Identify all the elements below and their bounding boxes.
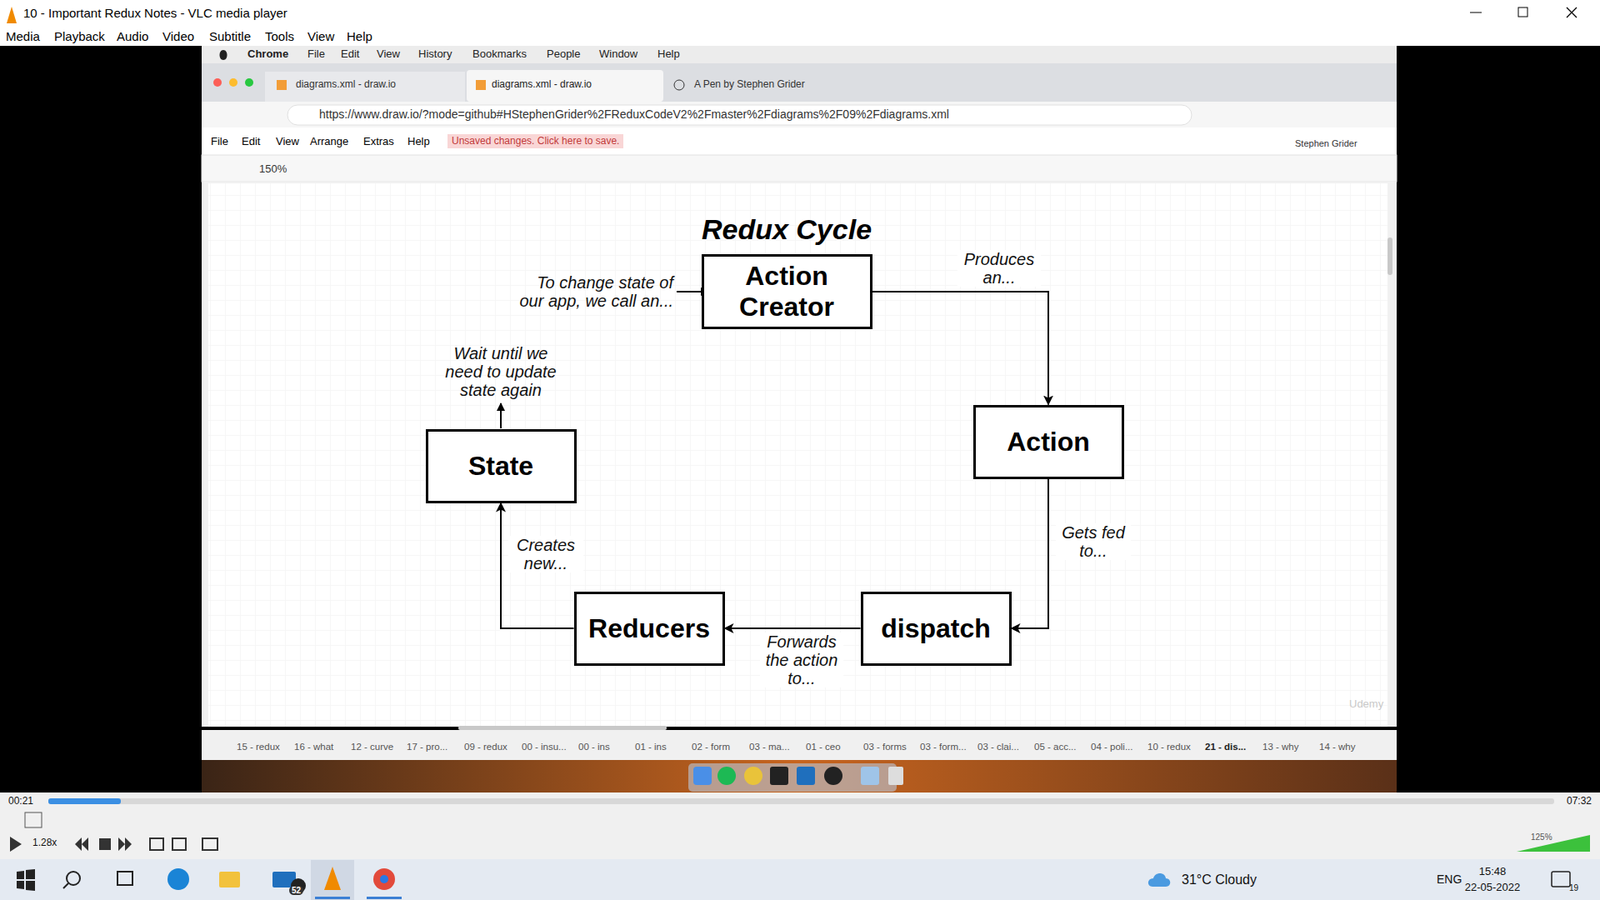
box-text: Reducers bbox=[588, 613, 710, 645]
text-label: 03 - clai... bbox=[977, 741, 1020, 753]
box-text: State bbox=[468, 450, 534, 482]
text-label: 00:21 bbox=[8, 795, 34, 807]
text-label: 52 bbox=[289, 885, 304, 895]
text-label: File bbox=[307, 48, 325, 60]
box-text: Action Creator bbox=[704, 260, 870, 323]
edge-label: Produces an... bbox=[957, 250, 1041, 287]
flow-arrow bbox=[872, 291, 1050, 405]
text-label: 02 - form bbox=[691, 741, 730, 753]
text-label: Chrome bbox=[247, 48, 289, 60]
text-label: 31°C Cloudy bbox=[1181, 872, 1257, 888]
process-box: Action Creator bbox=[701, 254, 873, 330]
text-label: To change state of our app, we call an..… bbox=[513, 273, 674, 310]
text-label: 19 bbox=[1569, 883, 1579, 893]
text-label: Window bbox=[599, 48, 638, 60]
text-label: 03 - ma... bbox=[749, 741, 790, 753]
text-label: 10 - Important Redux Notes - VLC media p… bbox=[23, 6, 288, 21]
box-text: dispatch bbox=[880, 613, 991, 645]
text-label: 10 - redux bbox=[1147, 741, 1191, 753]
text-label: 1.28x bbox=[32, 837, 57, 849]
edge-label: Gets fed to... bbox=[1055, 523, 1131, 560]
text-label: 150% bbox=[259, 163, 287, 175]
text-label: 125% bbox=[1530, 832, 1553, 842]
text-label: 22-05-2022 bbox=[1465, 881, 1521, 894]
text-label: People bbox=[546, 48, 580, 60]
text-label: 03 - form... bbox=[920, 741, 967, 753]
flow-arrow bbox=[725, 627, 861, 630]
text-label: 00 - insu... bbox=[521, 741, 567, 753]
text-label: 13 - why bbox=[1262, 741, 1299, 753]
text-label: Edit bbox=[340, 48, 360, 60]
text-label: Wait until we need to update state again bbox=[442, 344, 560, 400]
text-label: Udemy bbox=[1349, 698, 1384, 710]
text-label: View bbox=[275, 135, 300, 148]
text-label: 00 - ins bbox=[578, 741, 610, 753]
text-label: 05 - acc... bbox=[1034, 741, 1077, 753]
text-label: 12 - curve bbox=[350, 741, 394, 753]
text-label: Tools bbox=[265, 30, 295, 45]
edge-label: Creates new... bbox=[508, 535, 584, 573]
process-box: dispatch bbox=[860, 591, 1012, 666]
text-label: Help bbox=[407, 135, 430, 148]
text-label: Help bbox=[346, 30, 373, 45]
text-label: 03 - forms bbox=[863, 741, 907, 753]
text-label: 17 - pro... bbox=[406, 741, 448, 753]
diagram-title: Redux Cycle bbox=[701, 214, 872, 245]
text-label: 15:48 bbox=[1479, 865, 1507, 878]
text-label: diagrams.xml - draw.io bbox=[295, 79, 396, 90]
process-box: Action bbox=[973, 405, 1125, 480]
text-label: A Pen by Stephen Grider bbox=[694, 79, 805, 90]
text-label: 15 - redux bbox=[236, 741, 280, 753]
text-label: History bbox=[418, 48, 452, 60]
flow-arrow bbox=[1011, 479, 1050, 630]
text-label: https://www.draw.io/?mode=github#HStephe… bbox=[319, 108, 950, 121]
text-label: diagrams.xml - draw.io bbox=[491, 79, 592, 90]
text-label: Help bbox=[657, 48, 680, 60]
text-label: View bbox=[376, 48, 400, 60]
text-label: Video bbox=[162, 30, 195, 45]
edge-label: Forwards the action to... bbox=[760, 632, 844, 688]
process-box: State bbox=[425, 429, 577, 504]
text-label: 04 - poli... bbox=[1090, 741, 1134, 753]
box-text: Action bbox=[1006, 426, 1090, 458]
process-box: Reducers bbox=[574, 591, 725, 666]
text-label: Bookmarks bbox=[472, 48, 527, 60]
text-label: 14 - why bbox=[1319, 741, 1355, 753]
text-label: 01 - ins bbox=[635, 741, 667, 753]
text-label: Stephen Grider bbox=[1295, 138, 1358, 149]
text-label: 01 - ceo bbox=[805, 741, 841, 753]
text-label: ENG bbox=[1436, 873, 1462, 886]
text-label: Playback bbox=[54, 30, 105, 45]
text-label: 07:32 bbox=[1566, 795, 1592, 807]
text-label: 09 - redux bbox=[464, 741, 508, 753]
text-label: 16 - what bbox=[294, 741, 334, 753]
text-label: View bbox=[307, 30, 335, 45]
text-label: Extras bbox=[363, 135, 395, 148]
text-label: 21 - dis... bbox=[1205, 741, 1246, 753]
text-label: File bbox=[210, 135, 229, 148]
text-label: Edit bbox=[241, 135, 260, 148]
text-label: Unsaved changes. Click here to save. bbox=[447, 134, 624, 149]
text-label: Media bbox=[5, 30, 40, 45]
text-label: Subtitle bbox=[209, 30, 251, 45]
text-label: Arrange bbox=[310, 135, 349, 148]
text-label: Audio bbox=[116, 30, 149, 45]
